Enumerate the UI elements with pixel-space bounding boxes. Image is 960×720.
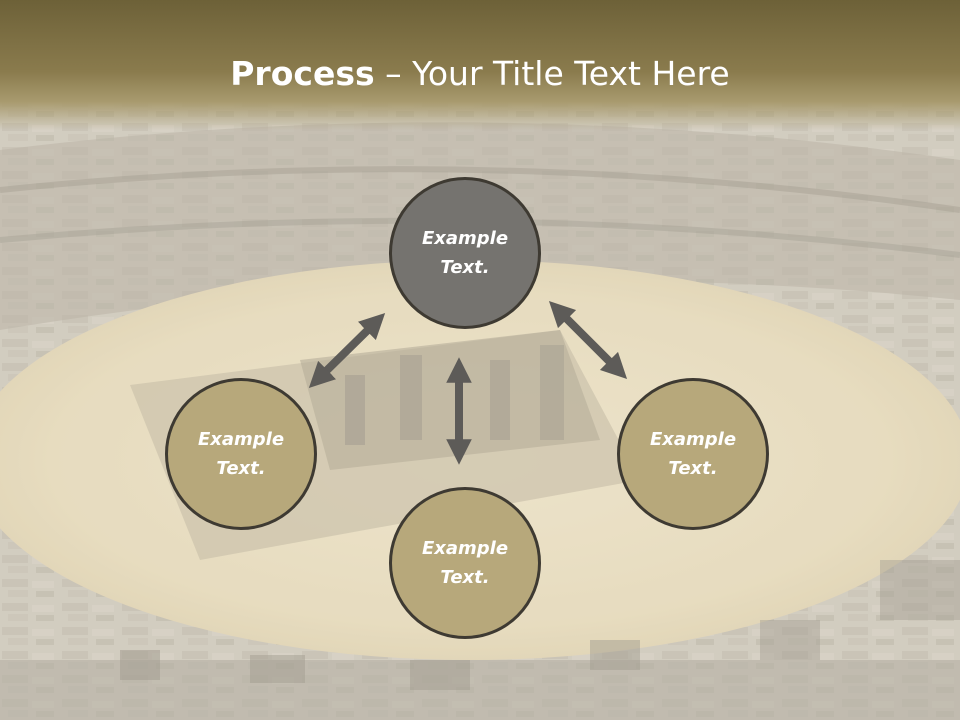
node-right-line2: Text.: [668, 458, 718, 479]
slide-title[interactable]: Process – Your Title Text Here: [0, 52, 960, 96]
node-bottom-line2: Text.: [440, 567, 490, 588]
process-node-bottom[interactable]: Example Text.: [389, 487, 541, 639]
title-rest: – Your Title Text Here: [374, 54, 730, 93]
title-bold: Process: [230, 54, 375, 93]
process-node-left[interactable]: Example Text.: [165, 378, 317, 530]
process-node-right[interactable]: Example Text.: [617, 378, 769, 530]
node-left-line1: Example: [197, 429, 285, 450]
node-left-line2: Text.: [216, 458, 266, 479]
node-bottom-line1: Example: [421, 538, 509, 559]
node-top-line1: Example: [421, 228, 509, 249]
node-right-line1: Example: [649, 429, 737, 450]
process-node-top[interactable]: Example Text.: [389, 177, 541, 329]
node-top-line2: Text.: [440, 257, 490, 278]
header-band: [0, 0, 960, 130]
